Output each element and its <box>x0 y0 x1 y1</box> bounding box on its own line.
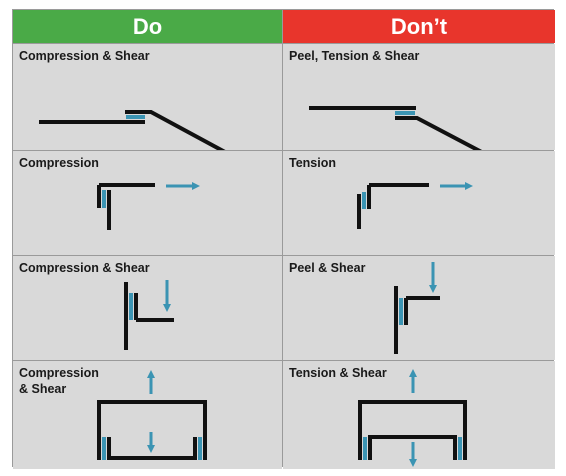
do-diagram-2 <box>97 182 200 230</box>
do-label-4: Compression & Shear <box>19 366 99 396</box>
dont-cell-4: Tension & Shear <box>283 361 555 469</box>
do-cell-4: Compression & Shear <box>13 361 282 469</box>
do-header: Do <box>13 10 282 43</box>
dont-header: Don’t <box>283 10 555 43</box>
dont-label-1: Peel, Tension & Shear <box>289 49 420 63</box>
dont-label-3: Peel & Shear <box>289 261 366 275</box>
dont-label-4: Tension & Shear <box>289 366 387 380</box>
dont-label-2: Tension <box>289 156 336 170</box>
do-label-1: Compression & Shear <box>19 49 150 63</box>
dont-diagram-3 <box>394 262 440 354</box>
dont-cell-3: Peel & Shear <box>283 256 555 360</box>
dont-cell-2: Tension <box>283 151 555 255</box>
do-diagram-4 <box>97 370 207 460</box>
do-dont-table: Do Don’t Compression & Shear Peel, Tensi… <box>12 9 555 469</box>
do-cell-1: Compression & Shear <box>13 44 282 150</box>
dont-diagram-2 <box>357 182 473 229</box>
do-diagram-1 <box>39 110 226 150</box>
do-label-3: Compression & Shear <box>19 261 150 275</box>
do-diagram-3 <box>124 280 174 350</box>
do-cell-2: Compression <box>13 151 282 255</box>
dont-diagram-4 <box>358 369 467 467</box>
dont-diagram-1 <box>309 106 483 150</box>
dont-cell-1: Peel, Tension & Shear <box>283 44 555 150</box>
do-label-2: Compression <box>19 156 99 170</box>
do-cell-3: Compression & Shear <box>13 256 282 360</box>
